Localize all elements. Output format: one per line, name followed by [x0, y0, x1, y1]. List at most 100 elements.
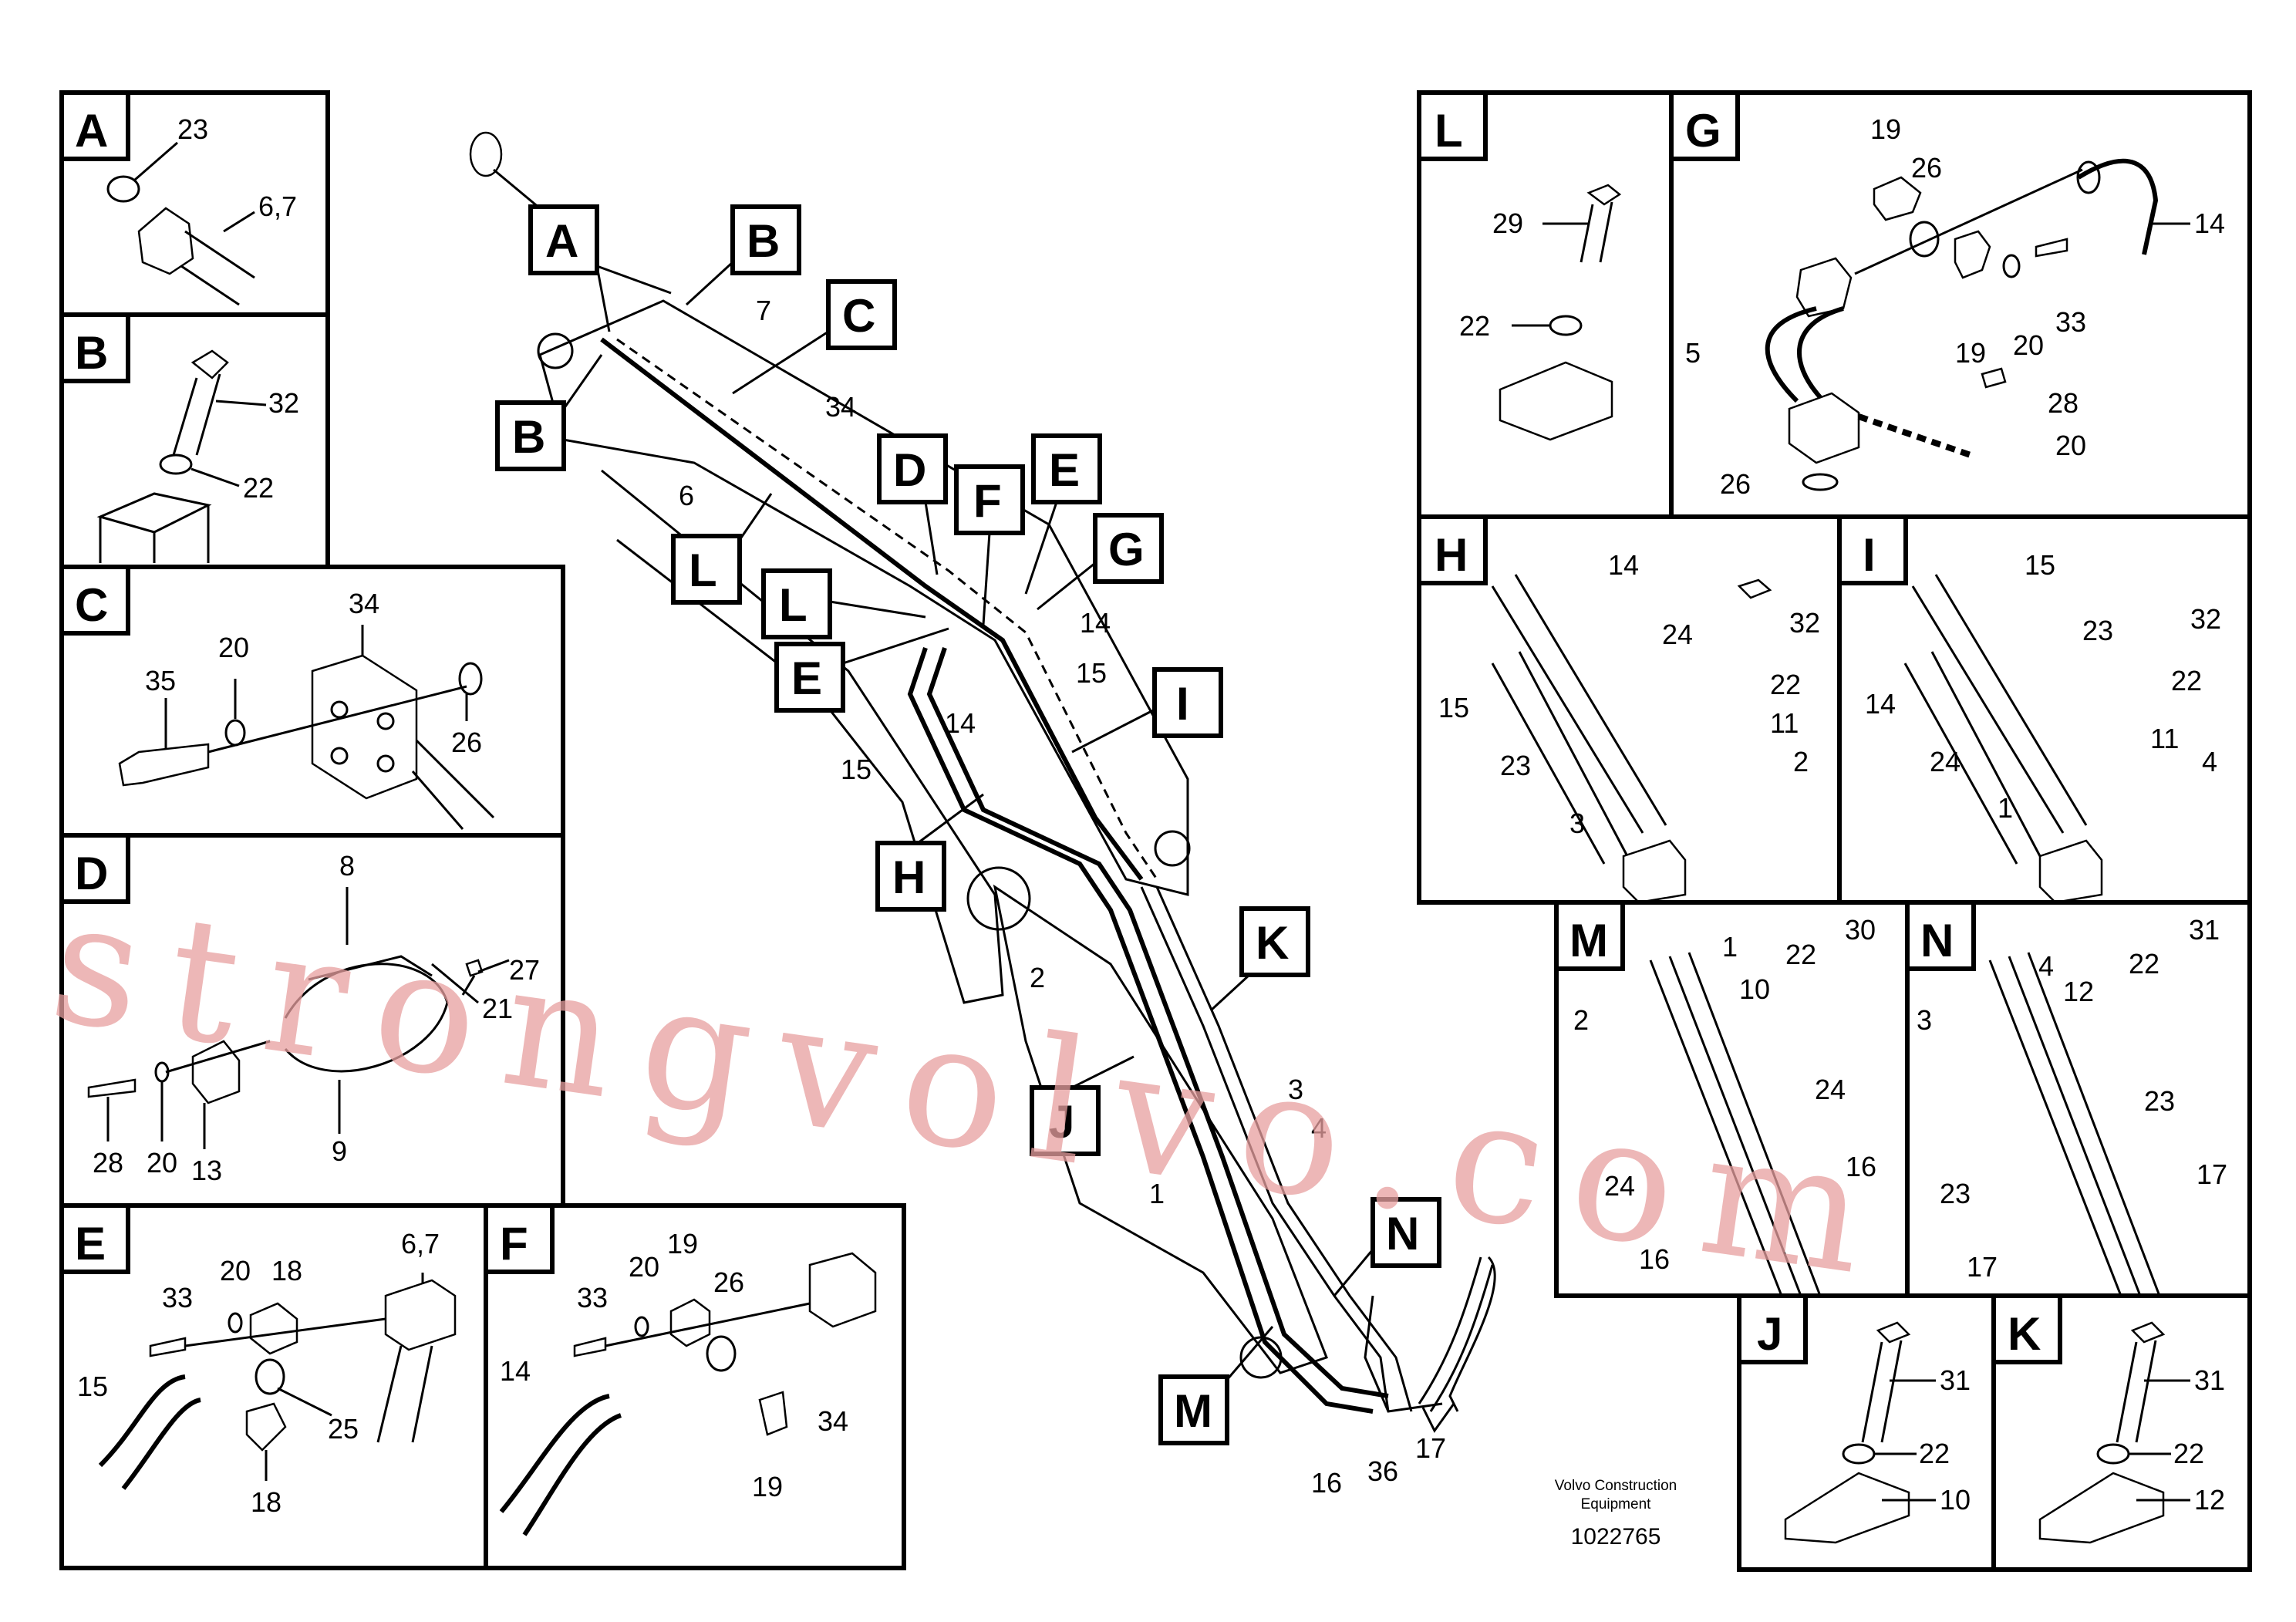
callout-m-2: 2: [1573, 1004, 1589, 1036]
hose-icon: [98, 1374, 186, 1468]
panel-n: N 31 4 22 12 3 23 24 17 23 17: [1905, 900, 2252, 1298]
callout-c-35: 35: [145, 665, 176, 696]
main-box-e-left: E: [774, 642, 845, 713]
main-box-l-top: L: [671, 534, 742, 605]
callout-j-10: 10: [1940, 1484, 1971, 1516]
hose-icon: [499, 1394, 610, 1513]
callout-c-26: 26: [451, 727, 482, 758]
washer-icon: [2002, 254, 2021, 278]
callout-h-2: 2: [1793, 746, 1809, 777]
callout-e-18-bottom: 18: [251, 1486, 282, 1518]
main-box-b-top: B: [730, 204, 801, 275]
callout-l-22: 22: [1459, 310, 1490, 342]
main-box-m: M: [1158, 1374, 1229, 1445]
callout-c-34: 34: [349, 588, 379, 619]
panel-e: E 6,7 33 20 18 15 25 18: [59, 1203, 488, 1570]
callout-k-22: 22: [2173, 1438, 2204, 1469]
callout-g-14: 14: [2194, 207, 2225, 239]
panel-k-letter: K: [2008, 1308, 2041, 1360]
panel-h: H 14 24 32 22 15 11 23 2 3: [1417, 514, 1842, 905]
o-ring-icon: [706, 1335, 737, 1372]
callout-i-14: 14: [1865, 688, 1896, 720]
bolt-icon: [1586, 184, 1622, 206]
washer-icon: [224, 719, 246, 747]
main-box-l-mid: L: [761, 568, 832, 639]
svg-text:J: J: [1049, 1096, 1074, 1148]
callout-f-26: 26: [713, 1266, 744, 1298]
panel-a: A 23 6,7: [59, 90, 330, 317]
main-callout-34: 34: [825, 391, 856, 423]
hose-line-2: [907, 647, 1374, 1414]
bolt-icon: [2035, 238, 2068, 258]
panel-i: I 15 32 23 22 14 11 24 4 1: [1837, 514, 2252, 905]
callout-h-11: 11: [1770, 707, 1799, 739]
main-callout-7: 7: [756, 295, 771, 326]
svg-text:K: K: [1256, 917, 1289, 969]
callout-m-16-right: 16: [1846, 1151, 1876, 1182]
washer-icon: [2096, 1443, 2130, 1465]
flange-icon: [384, 1279, 457, 1351]
callout-n-23-left: 23: [1940, 1178, 1971, 1209]
hose-line-1: [600, 337, 1144, 881]
panel-j-letter: J: [1757, 1308, 1782, 1360]
callout-e-25: 25: [328, 1413, 359, 1445]
svg-text:A: A: [545, 215, 578, 267]
svg-text:G: G: [1108, 524, 1145, 575]
callout-d-8: 8: [339, 850, 355, 882]
callout-n-4: 4: [2038, 950, 2054, 982]
main-boom-drawing: A B C B D F E G 14 L L E I H K J N M: [469, 131, 1496, 1499]
panel-m-letter: M: [1569, 915, 1608, 966]
callout-h-24: 24: [1662, 619, 1693, 650]
callout-e-18-top: 18: [271, 1255, 302, 1286]
callout-b-32: 32: [268, 387, 299, 419]
callout-f-19-top: 19: [667, 1228, 698, 1259]
callout-b-22: 22: [243, 472, 274, 504]
panel-l-letter: L: [1435, 105, 1463, 157]
callout-g-26-bottom: 26: [1720, 468, 1751, 500]
washer-icon: [1842, 1443, 1876, 1465]
callout-g-5: 5: [1685, 337, 1701, 369]
callout-a-23: 23: [177, 113, 208, 145]
callout-i-11: 11: [2150, 723, 2179, 754]
pivot-eye-icon: [469, 131, 503, 177]
bolt-icon: [118, 743, 210, 787]
main-box-n: N: [1371, 1197, 1441, 1268]
flange-block-icon: [311, 654, 418, 800]
main-box-k: K: [1239, 906, 1310, 977]
washer-icon: [1549, 315, 1583, 336]
o-ring-icon: [1802, 473, 1839, 491]
panel-a-letter-box: [59, 90, 130, 161]
callout-g-20-top: 20: [2013, 329, 2044, 361]
callout-m-24-right: 24: [1815, 1074, 1846, 1105]
callout-i-15: 15: [2025, 549, 2055, 581]
svg-text:B: B: [512, 411, 545, 463]
o-ring-icon: [255, 1358, 285, 1395]
washer-icon: [228, 1312, 243, 1334]
bolt-icon: [1737, 578, 1772, 599]
callout-i-22: 22: [2171, 665, 2202, 696]
main-callout-36: 36: [1367, 1455, 1398, 1487]
panel-f-letter: F: [500, 1218, 528, 1270]
callout-i-1: 1: [1998, 792, 2013, 824]
main-box-i: I: [1152, 667, 1223, 738]
bolt-icon: [190, 349, 229, 379]
main-box-g: G: [1093, 513, 1164, 584]
callout-f-34: 34: [818, 1405, 848, 1437]
callout-d-27: 27: [509, 954, 540, 986]
callout-d-13: 13: [191, 1155, 222, 1186]
callout-d-20: 20: [147, 1147, 177, 1179]
elbow-hose-icon: [2077, 158, 2159, 255]
callout-d-9: 9: [332, 1135, 347, 1167]
bolt-icon: [573, 1337, 607, 1357]
callout-m-24-left: 24: [1604, 1170, 1635, 1202]
callout-g-20-bottom: 20: [2055, 430, 2086, 461]
bolt-icon: [87, 1078, 137, 1098]
callout-m-10: 10: [1739, 973, 1770, 1005]
panel-b: B 32 22: [59, 312, 330, 569]
callout-f-19-bottom: 19: [752, 1471, 783, 1502]
flange-icon: [808, 1252, 877, 1328]
callout-g-28: 28: [2048, 387, 2079, 419]
panel-l: L 29 22: [1417, 90, 1674, 519]
o-ring-icon: [1909, 221, 1940, 258]
